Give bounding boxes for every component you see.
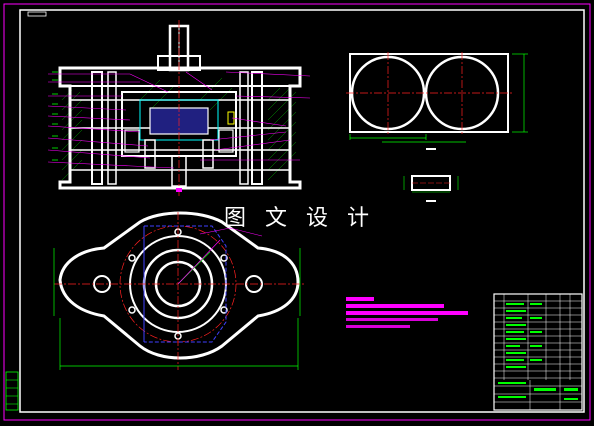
part-side-section bbox=[403, 175, 459, 202]
corner-tag bbox=[27, 11, 47, 17]
inner-border bbox=[19, 9, 585, 413]
technical-notes bbox=[346, 297, 468, 328]
revision-strip bbox=[5, 371, 19, 411]
plan-dimensions bbox=[53, 248, 301, 370]
dimension-lines bbox=[349, 53, 528, 143]
watermark-text: 图 文 设 计 bbox=[224, 206, 375, 231]
callout-ticks bbox=[52, 71, 58, 161]
title-block-rows bbox=[494, 294, 582, 410]
plan-view bbox=[53, 211, 306, 370]
section-hatching bbox=[61, 77, 297, 181]
outer-border bbox=[3, 3, 591, 421]
title-block bbox=[493, 293, 583, 411]
part-top-view bbox=[346, 52, 528, 150]
section-view bbox=[47, 20, 311, 196]
leader-lines bbox=[47, 71, 311, 169]
section-mark bbox=[176, 188, 182, 192]
title-block-text-bars bbox=[498, 303, 578, 400]
